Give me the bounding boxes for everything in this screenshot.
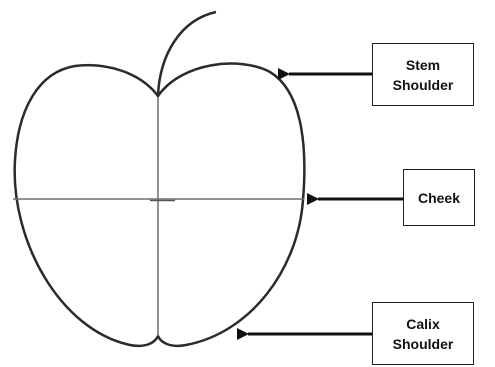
cheek-label-box: Cheek xyxy=(403,169,475,226)
calix-shoulder-label-box: Calix Shoulder xyxy=(372,302,474,365)
calix-shoulder-label-line2: Shoulder xyxy=(392,335,454,352)
apple-stem xyxy=(156,10,217,96)
stem-shoulder-label-line1: Stem xyxy=(405,56,441,73)
stem-shoulder-label-box: Stem Shoulder xyxy=(372,43,474,106)
apple-outline xyxy=(13,62,306,348)
cheek-label: Cheek xyxy=(417,189,461,206)
stem-shoulder-label-line2: Shoulder xyxy=(392,76,454,93)
calix-shoulder-label-line1: Calix xyxy=(406,315,440,332)
